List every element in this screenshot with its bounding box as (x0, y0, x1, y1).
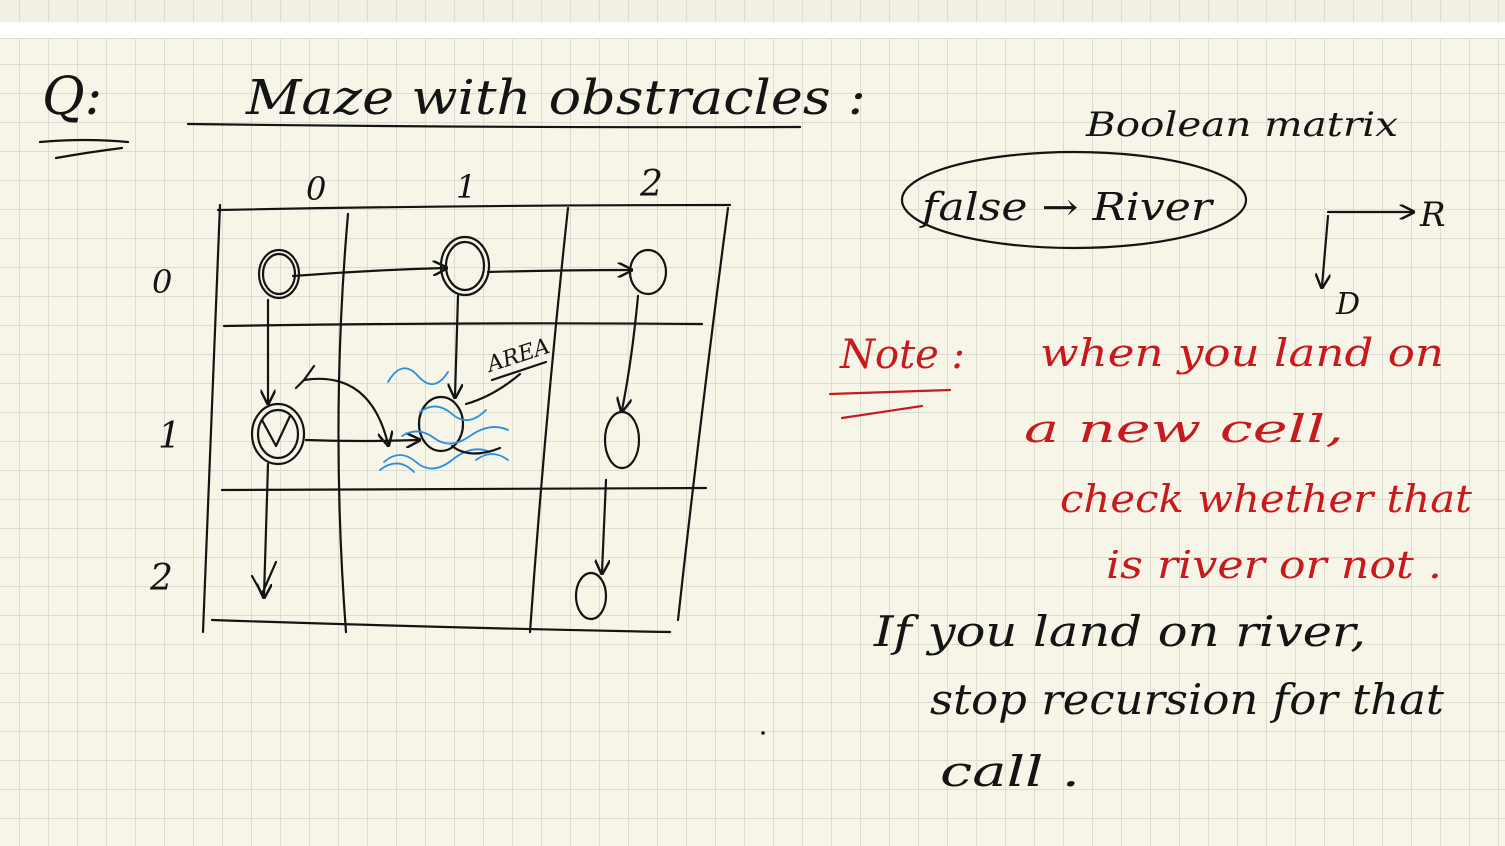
legend-mapping: false → River (919, 185, 1216, 229)
rule-line-1: If you land on river, (873, 607, 1366, 656)
arrow-right-r0-a (291, 268, 445, 278)
arrow-down-c2-b (602, 478, 606, 572)
node-1-0 (250, 402, 306, 466)
grid-col-line-2 (528, 206, 570, 634)
row-label-0: 0 (152, 263, 172, 301)
node-2-2 (574, 571, 608, 621)
boolean-legend: Boolean matrix false → River R D (900, 105, 1446, 322)
marker-underline-2 (54, 146, 124, 160)
note-line-4: is river or not . (1106, 543, 1442, 587)
column-label-1: 1 (456, 168, 476, 206)
note-underline-2 (840, 404, 924, 420)
arrow-down-c0-b (264, 462, 268, 596)
grid-row-line-1 (222, 322, 704, 328)
page-break (0, 22, 1505, 39)
grid-row-line-2 (220, 486, 708, 492)
note-line-1: when you land on (1040, 331, 1444, 375)
node-0-0 (257, 248, 301, 300)
row-label-2: 2 (149, 558, 173, 599)
legend-ellipse (900, 150, 1248, 250)
rule-line-2: stop recursion for that (930, 675, 1444, 724)
stray-dot (761, 731, 765, 735)
rule-line-3: call . (940, 747, 1080, 796)
grid-top-edge (216, 203, 732, 212)
down-arrow (1322, 214, 1328, 286)
checkmark-2-0 (250, 560, 278, 596)
grid-col-line-1 (337, 212, 350, 634)
river-scribble (379, 367, 509, 473)
legend-heading: Boolean matrix (1085, 105, 1398, 145)
checkmark-1-0 (294, 364, 316, 390)
row-label-1: 1 (158, 416, 181, 457)
maze-grid: 0 1 2 0 1 2 (149, 164, 732, 634)
column-label-2: 2 (639, 164, 663, 205)
arrow-down-c1-a (455, 294, 458, 396)
arrow-right-r0-b (486, 270, 630, 272)
column-label-0: 0 (306, 170, 326, 208)
note-underline-1 (828, 388, 952, 396)
marker-underline-1 (38, 138, 130, 144)
down-label: D (1335, 287, 1360, 322)
grid-left-edge (201, 203, 222, 634)
arrow-right-r1-a (304, 440, 418, 441)
note-block: Note : when you land on a new cell, chec… (828, 331, 1473, 587)
node-1-1 (417, 395, 465, 453)
node-1-2 (603, 410, 641, 470)
title-underline (186, 122, 802, 129)
page-title: Maze with obstracles : (245, 70, 866, 126)
question-marker: Q: (42, 67, 102, 127)
grid-bottom-edge (210, 618, 672, 634)
arrow-curved-r1 (302, 377, 388, 444)
rule-block: If you land on river, stop recursion for… (761, 607, 1444, 796)
arrow-down-c2-a (622, 294, 640, 410)
grid-right-edge (676, 206, 730, 622)
node-0-2 (628, 248, 668, 296)
node-0-1 (439, 235, 491, 297)
right-label: R (1419, 195, 1446, 235)
previous-page-strip (0, 0, 1505, 22)
note-line-3: check whether that (1060, 477, 1473, 521)
note-line-2: a new cell, (1024, 407, 1344, 451)
note-label: Note : (839, 332, 965, 378)
